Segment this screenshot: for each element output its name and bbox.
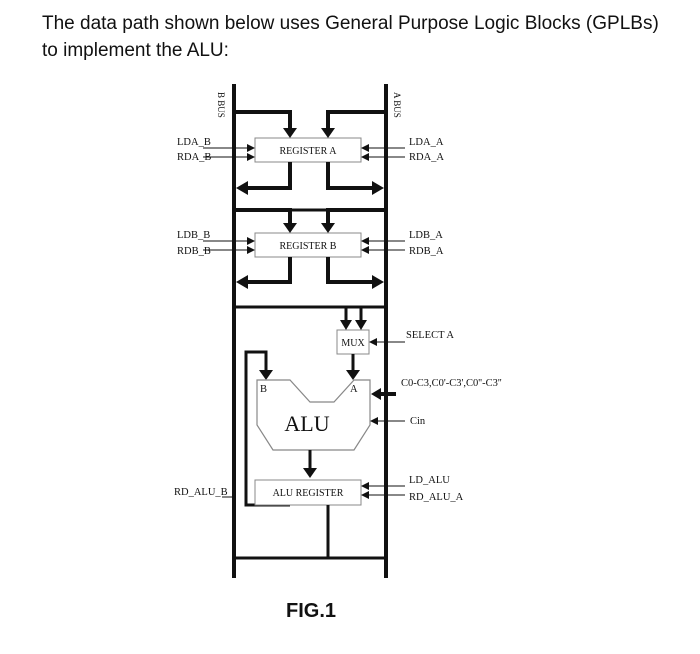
- signal-select-a: SELECT A: [406, 330, 454, 341]
- mux-input-arrow-left: [340, 320, 352, 330]
- register-a-input-arrow-right: [321, 128, 335, 138]
- signal-lda-a: LDA_A: [409, 137, 444, 148]
- mux: MUX: [336, 329, 370, 355]
- b-bus-label: B BUS: [216, 92, 226, 118]
- signal-rdb-b: RDB_B: [177, 246, 211, 257]
- alu-port-b: B: [260, 384, 267, 395]
- register-b-output-paths: [246, 257, 374, 284]
- register-a-output-paths: [246, 162, 374, 190]
- signal-ldb-b: LDB_B: [177, 230, 210, 241]
- intro-text: The data path shown below uses General P…: [42, 10, 682, 64]
- signal-lda-b: LDA_B: [177, 137, 211, 148]
- right-control-signals: [361, 144, 405, 499]
- mux-input-paths: [234, 305, 386, 322]
- signal-ldb-a: LDB_A: [409, 230, 443, 241]
- register-a-output-arrow-right: [372, 181, 384, 195]
- carry-input: [371, 388, 396, 400]
- register-b-label: REGISTER B: [280, 241, 337, 252]
- mux-label: MUX: [341, 338, 365, 349]
- register-a-input-paths: [234, 110, 386, 130]
- register-b-input-paths: [234, 208, 386, 225]
- signal-ld-alu: LD_ALU: [409, 475, 450, 486]
- signal-rd-alu-a: RD_ALU_A: [409, 492, 464, 503]
- alu-label: ALU: [284, 411, 329, 436]
- intro-line-1: The data path shown below uses General P…: [42, 13, 659, 34]
- figure-caption: FIG.1: [286, 600, 336, 622]
- alu-port-a: A: [350, 384, 358, 395]
- signal-cin: Cin: [410, 416, 426, 427]
- mux-input-arrow-right: [355, 320, 367, 330]
- alu-block: ALU B A: [256, 379, 371, 451]
- signal-carries: C0-C3,C0'-C3',C0''-C3'': [401, 378, 502, 389]
- register-a-output-arrow-left: [236, 181, 248, 195]
- feedback-arrow: [259, 370, 273, 380]
- intro-line-2: to implement the ALU:: [42, 40, 229, 61]
- alu-register: ALU REGISTER: [254, 479, 362, 506]
- register-b-input-arrow-left: [283, 223, 297, 233]
- left-control-signals: [203, 144, 255, 498]
- register-b-input-arrow-right: [321, 223, 335, 233]
- register-a: REGISTER A: [254, 137, 362, 163]
- a-bus-label: A BUS: [392, 92, 402, 118]
- register-b-output-arrow-right: [372, 275, 384, 289]
- alu-register-output-path: [234, 505, 386, 560]
- register-a-label: REGISTER A: [280, 146, 338, 157]
- alu-register-label: ALU REGISTER: [273, 488, 344, 499]
- alu-to-register-arrow: [303, 468, 317, 478]
- register-b-output-arrow-left: [236, 275, 248, 289]
- signal-rd-alu-b: RD_ALU_B: [174, 487, 228, 498]
- register-a-input-arrow-left: [283, 128, 297, 138]
- register-b: REGISTER B: [254, 232, 362, 258]
- signal-rda-b: RDA_B: [177, 152, 211, 163]
- signal-rdb-a: RDB_A: [409, 246, 444, 257]
- mux-to-alu-arrow: [346, 370, 360, 380]
- signal-rda-a: RDA_A: [409, 152, 444, 163]
